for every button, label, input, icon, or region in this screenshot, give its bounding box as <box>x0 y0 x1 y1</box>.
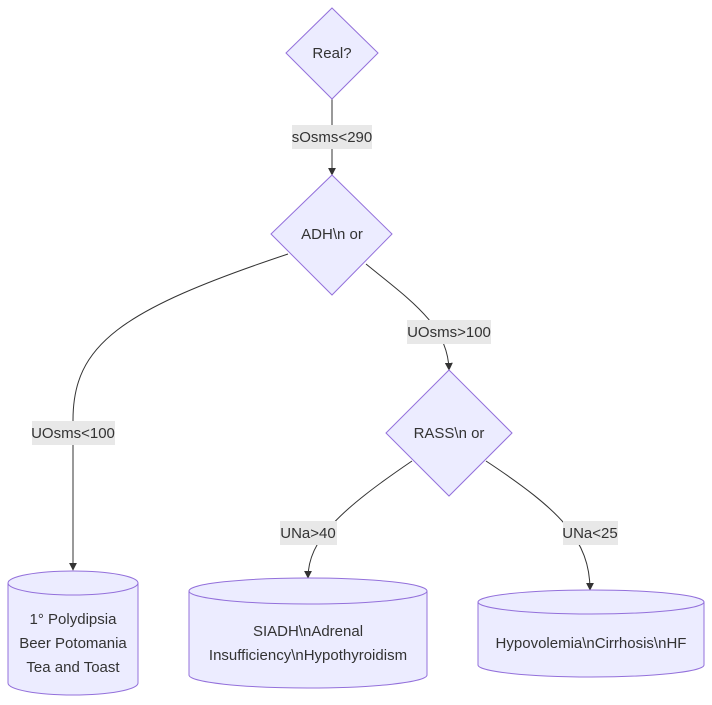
hypovolemia-label: Hypovolemia\nCirrhosis\nHF <box>496 635 687 652</box>
cylinder-hypovolemia: Hypovolemia\nCirrhosis\nHF <box>477 589 705 678</box>
polydipsia-line-3: Tea and Toast <box>26 659 120 676</box>
cylinder-polydipsia: 1° Polydipsia Beer Potomania Tea and Toa… <box>7 570 139 696</box>
decision-rass: RASS\n or <box>385 369 513 497</box>
edge-label-sosms-text: sOsms<290 <box>292 129 372 146</box>
edge-label-uosms-gt-text: UOsms>100 <box>407 324 491 341</box>
edge-label-sosms: sOsms<290 <box>292 125 372 149</box>
decision-adh-label: ADH\n or <box>301 226 363 243</box>
edge-label-uosms-gt: UOsms>100 <box>407 320 491 344</box>
edge-adh-to-rass <box>365 263 453 371</box>
edge-rass-to-siadh <box>304 460 413 579</box>
edge-label-uosms-lt: UOsms<100 <box>31 421 115 445</box>
cylinder-siadh: SIADH\nAdrenal Insufficiency\nHypothyroi… <box>188 577 428 689</box>
decision-real-label: Real? <box>312 45 351 62</box>
decision-rass-label: RASS\n or <box>414 425 485 442</box>
siadh-line-1: SIADH\nAdrenal <box>253 623 363 640</box>
edge-label-una-lt: UNa<25 <box>562 521 618 545</box>
edge-adh-to-polydipsia <box>69 253 289 571</box>
siadh-line-2: Insufficiency\nHypothyroidism <box>209 647 407 664</box>
edge-label-uosms-lt-text: UOsms<100 <box>31 425 115 442</box>
polydipsia-line-2: Beer Potomania <box>19 635 127 652</box>
polydipsia-line-1: 1° Polydipsia <box>30 611 118 628</box>
edge-label-una-lt-text: UNa<25 <box>562 525 617 542</box>
edge-label-una-gt-text: UNa>40 <box>280 525 335 542</box>
decision-real: Real? <box>285 7 379 100</box>
edge-label-una-gt: UNa>40 <box>280 521 337 545</box>
decision-adh: ADH\n or <box>270 174 393 296</box>
